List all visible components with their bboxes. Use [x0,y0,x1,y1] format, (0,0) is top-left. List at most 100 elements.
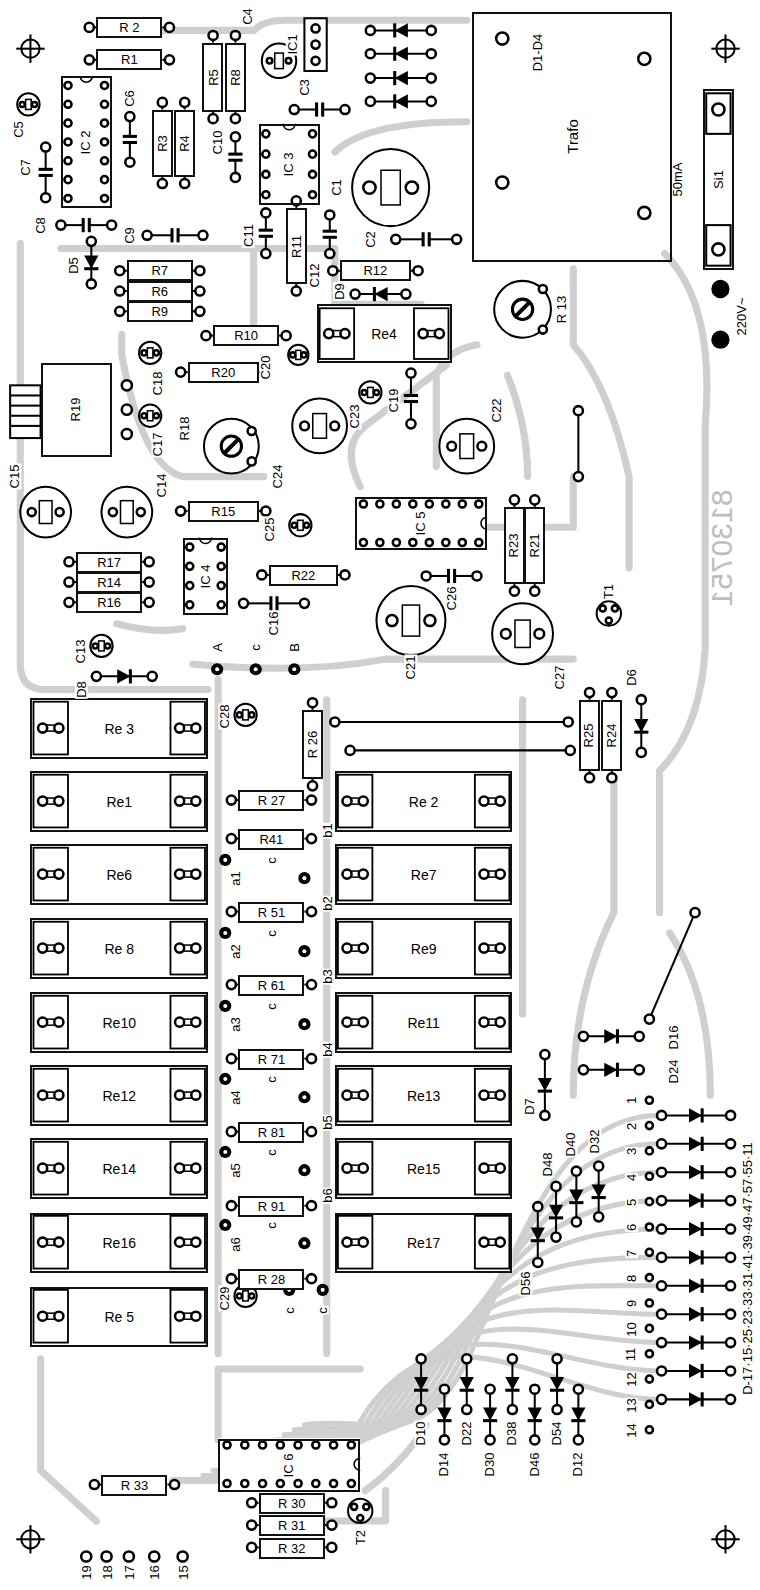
part-label: C2 [364,230,377,249]
solder-pad [38,724,47,733]
solder-pad [64,101,71,108]
solder-pad [327,1543,336,1552]
solder-pad [93,643,98,648]
solder-pad [170,1480,179,1489]
solder-pad [219,1000,231,1012]
solder-pad [612,605,618,611]
solder-pad [149,1551,159,1561]
part-label: a4 [229,1090,242,1106]
solder-pad [38,870,47,879]
solder-pad [638,53,650,65]
relay-pin-block [33,775,67,828]
solder-pad [496,1018,505,1027]
solder-pad [54,870,63,879]
solder-pad [300,422,309,431]
solder-pad [195,286,204,295]
solder-pad [637,748,646,757]
component-label: R1 [121,53,138,66]
component-label: Re7 [411,868,437,882]
copper-trace [215,679,222,1353]
solder-pad [227,834,236,843]
solder-pad [176,507,185,516]
solder-pad [477,442,486,451]
solder-pad [54,1238,63,1247]
solder-pad [298,1018,310,1030]
relay-pin-block [170,1290,204,1343]
diode-symbol [689,1165,702,1179]
component-label: R 32 [278,1542,305,1555]
capacitor-plate [404,400,418,403]
resistor-body: R 27 [238,790,304,811]
solder-pad [290,352,295,357]
solder-pad [64,120,71,127]
component-label: R8 [229,69,242,86]
solder-pad [342,1164,351,1173]
part-label: b3 [320,968,333,984]
solder-pad [330,1480,337,1487]
solder-pad [259,1480,266,1487]
component-label: R25 [583,724,596,748]
solder-pad [175,797,184,806]
solder-pad [351,1504,357,1510]
solder-pad [64,138,71,145]
solder-pad [211,663,223,675]
relay-body: Re9 [335,918,513,979]
solder-pad [191,1164,200,1173]
relay-pin-block [170,996,204,1049]
solder-pad [298,1164,310,1176]
solder-pad [486,1435,495,1444]
fuse-clip [706,225,730,266]
diode-symbol [689,1392,702,1406]
solder-pad [579,1032,588,1041]
solder-pad [376,539,383,546]
part-label: c [265,1221,278,1230]
solder-pad [351,290,360,299]
solder-pad [342,1238,351,1247]
diode-bar [701,1108,704,1122]
capacitor-plate [259,229,273,232]
relay-body: Re17 [335,1213,513,1274]
diode-symbol [592,1184,606,1197]
part-label: C21 [404,655,417,681]
solder-pad [288,663,300,675]
pin-number: 12 [625,1372,638,1388]
part-label: a5 [229,1163,242,1179]
diode-symbol [395,23,408,37]
resistor-body: R15 [188,501,259,522]
diode-bar [701,1137,704,1151]
solder-pad [552,1405,561,1414]
capacitor-plate [321,102,324,116]
solder-pad [657,1111,666,1120]
solder-pad [115,307,124,316]
capacitor-symbol [243,710,249,720]
solder-pad [186,582,193,589]
solder-pad [726,1168,735,1177]
solder-pad [262,130,269,137]
component-label: Re13 [407,1089,440,1103]
solder-pad [231,132,240,141]
pad-hole [302,1022,306,1026]
solder-pad [328,266,337,275]
diode-symbol [689,1137,702,1151]
ic-body: IC 4 [183,538,229,615]
part-label: a6 [229,1236,242,1252]
solder-pad [359,944,368,953]
part-label: b6 [320,1187,333,1203]
solder-pad [304,523,309,528]
solder-pad [475,500,482,507]
solder-pad [530,1435,539,1444]
diode-symbol [84,256,98,269]
solder-pad [124,1551,134,1561]
diode-bar [531,1239,545,1242]
diode-bar [616,1029,619,1043]
part-label: c [316,1307,329,1316]
resistor-body: R25 [579,700,600,771]
diode-bar [129,669,132,683]
diode-bar [616,1063,619,1077]
component-label: Re14 [102,1162,135,1176]
solder-pad [712,103,724,115]
register-line [724,1525,726,1553]
solder-pad [317,1284,329,1296]
solder-pad [241,1441,248,1448]
component-details [17,23,735,1562]
